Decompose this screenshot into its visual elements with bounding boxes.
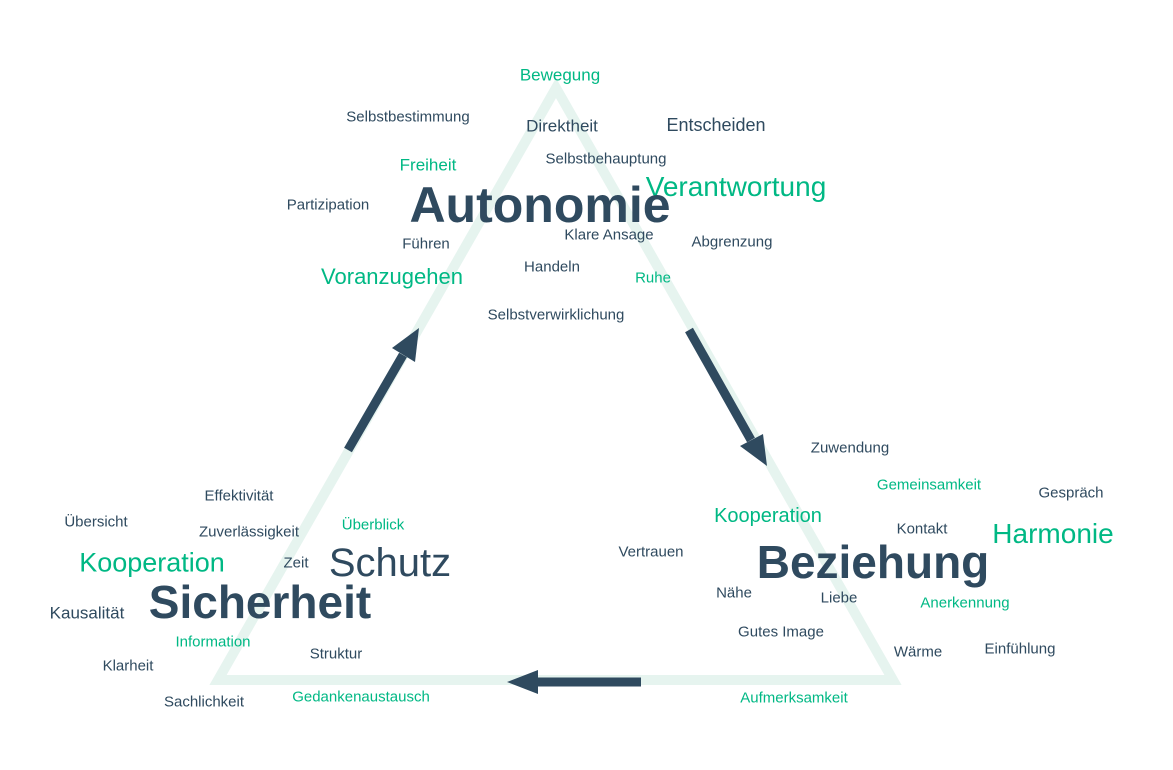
word-zeit: Zeit — [283, 554, 309, 572]
word-beziehung: Beziehung — [756, 536, 990, 588]
word-sachlichkeit: Sachlichkeit — [163, 693, 245, 711]
word-schutz: Schutz — [328, 541, 452, 585]
word-kausalitaet: Kausalität — [49, 603, 125, 623]
word-harmonie: Harmonie — [992, 518, 1114, 549]
word-information: Information — [175, 633, 251, 651]
word-kooperation-left: Kooperation — [79, 547, 225, 578]
word-aufmerksamkeit: Aufmerksamkeit — [740, 689, 848, 707]
word-entscheiden: Entscheiden — [666, 115, 766, 135]
word-selbstbehauptung: Selbstbehauptung — [545, 150, 667, 168]
arrow-up-right-icon — [344, 328, 419, 453]
word-zuverlaessigkeit: Zuverlässigkeit — [198, 523, 300, 541]
word-zuwendung: Zuwendung — [810, 439, 890, 457]
word-vertrauen: Vertrauen — [618, 543, 684, 561]
word-partizipation: Partizipation — [286, 196, 370, 214]
word-ueberblick: Überblick — [341, 516, 405, 534]
word-kooperation-right: Kooperation — [714, 505, 822, 527]
word-abgrenzung: Abgrenzung — [691, 233, 773, 251]
word-uebersicht: Übersicht — [64, 513, 128, 531]
word-einfuehlung: Einfühlung — [984, 640, 1056, 658]
word-anerkennung: Anerkennung — [920, 594, 1010, 612]
word-freiheit: Freiheit — [399, 155, 457, 175]
word-autonomie: Autonomie — [409, 177, 671, 233]
word-handeln: Handeln — [524, 258, 580, 276]
word-gedankenaustausch: Gedankenaustausch — [292, 688, 430, 706]
arrow-down-right-icon — [685, 327, 767, 466]
word-waerme: Wärme — [893, 643, 943, 661]
word-selbstverwirklichung: Selbstverwirklichung — [487, 306, 625, 324]
word-verantwortung: Verantwortung — [645, 171, 827, 202]
word-sicherheit: Sicherheit — [148, 576, 372, 628]
word-gutes-image: Gutes Image — [738, 623, 824, 641]
word-naehe: Nähe — [716, 584, 752, 602]
word-gespraech: Gespräch — [1038, 484, 1104, 502]
word-gemeinsamkeit: Gemeinsamkeit — [876, 476, 982, 494]
word-liebe: Liebe — [820, 589, 858, 607]
word-voranzugehen: Voranzugehen — [321, 264, 463, 289]
arrow-left-icon — [507, 670, 641, 694]
word-fuehren: Führen — [402, 235, 450, 253]
word-effektivitaet: Effektivität — [204, 487, 274, 505]
word-klarheit: Klarheit — [102, 657, 154, 675]
word-struktur: Struktur — [309, 645, 363, 663]
word-klare-ansage: Klare Ansage — [564, 226, 654, 244]
word-bewegung: Bewegung — [519, 65, 601, 85]
word-kontakt: Kontakt — [896, 520, 948, 538]
word-direktheit: Direktheit — [526, 116, 598, 136]
word-selbstbestimmung: Selbstbestimmung — [346, 108, 470, 126]
word-ruhe: Ruhe — [635, 269, 671, 287]
